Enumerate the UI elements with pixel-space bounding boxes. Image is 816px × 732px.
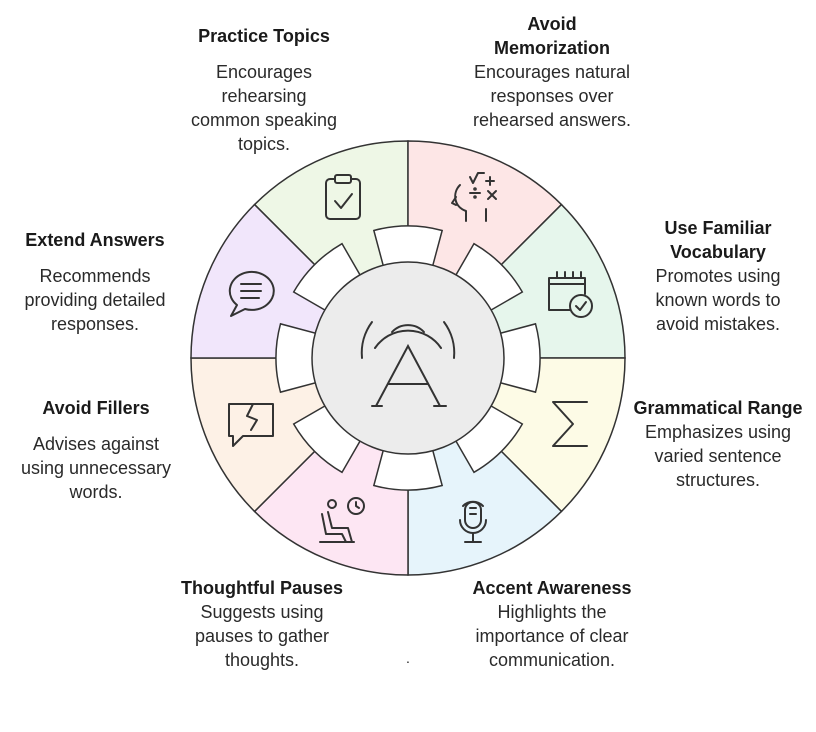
center-hub <box>311 261 505 455</box>
footnote-dot: . <box>406 650 410 666</box>
segment-title: Thoughtful Pauses <box>181 578 343 598</box>
connector-tab <box>497 322 541 394</box>
segment-description: Encourages rehearsing common speaking to… <box>190 62 338 154</box>
segment-title: Practice Topics <box>198 26 330 46</box>
calendar-check-icon <box>548 271 593 318</box>
globe-microphone-icon <box>459 500 487 543</box>
segment-description: Highlights the importance of clear commu… <box>475 602 629 670</box>
segment-description: Promotes using known words to avoid mist… <box>655 266 781 334</box>
segment-title: Avoid Memorization <box>493 14 610 58</box>
segment-title: Use Familiar Vocabulary <box>664 218 772 262</box>
segment-description: Advises against using unnecessary words. <box>20 434 172 502</box>
connector-tab <box>372 225 444 269</box>
segment-label-extend-answers: Extend Answers Recommends providing deta… <box>10 228 180 336</box>
segment-label-use-familiar-vocabulary: Use Familiar Vocabulary Promotes using k… <box>636 216 800 336</box>
segment-label-accent-awareness: Accent Awareness Highlights the importan… <box>470 576 634 672</box>
speech-bubble-lines-icon <box>228 270 275 317</box>
segment-description: Encourages natural responses over rehear… <box>472 62 632 130</box>
person-seated-clock-icon <box>319 497 365 543</box>
segment-label-practice-topics: Practice Topics Encourages rehearsing co… <box>186 24 342 156</box>
sigma-icon <box>552 401 588 447</box>
segment-label-thoughtful-pauses: Thoughtful Pauses Suggests using pauses … <box>180 576 344 672</box>
segment-title: Accent Awareness <box>472 578 632 598</box>
broken-speech-bubble-icon <box>228 403 274 447</box>
head-math-icon <box>451 172 497 222</box>
segment-label-avoid-fillers: Avoid Fillers Advises against using unne… <box>16 396 176 504</box>
segment-title: Grammatical Range <box>633 398 803 418</box>
segment-label-grammatical-range: Grammatical Range Emphasizes using varie… <box>632 396 804 492</box>
connector-tab <box>372 447 444 491</box>
clipboard-check-icon <box>325 174 361 220</box>
segment-description: Suggests using pauses to gather thoughts… <box>194 602 330 670</box>
segment-title: Avoid Fillers <box>42 398 150 418</box>
segment-description: Recommends providing detailed responses. <box>24 266 166 334</box>
letter-a-broadcast-icon <box>360 321 456 407</box>
segment-description: Emphasizes using varied sentence structu… <box>644 422 792 490</box>
segment-title: Extend Answers <box>25 230 165 250</box>
segment-label-avoid-memorization: Avoid Memorization Encourages natural re… <box>470 12 634 132</box>
connector-tab <box>275 322 319 394</box>
